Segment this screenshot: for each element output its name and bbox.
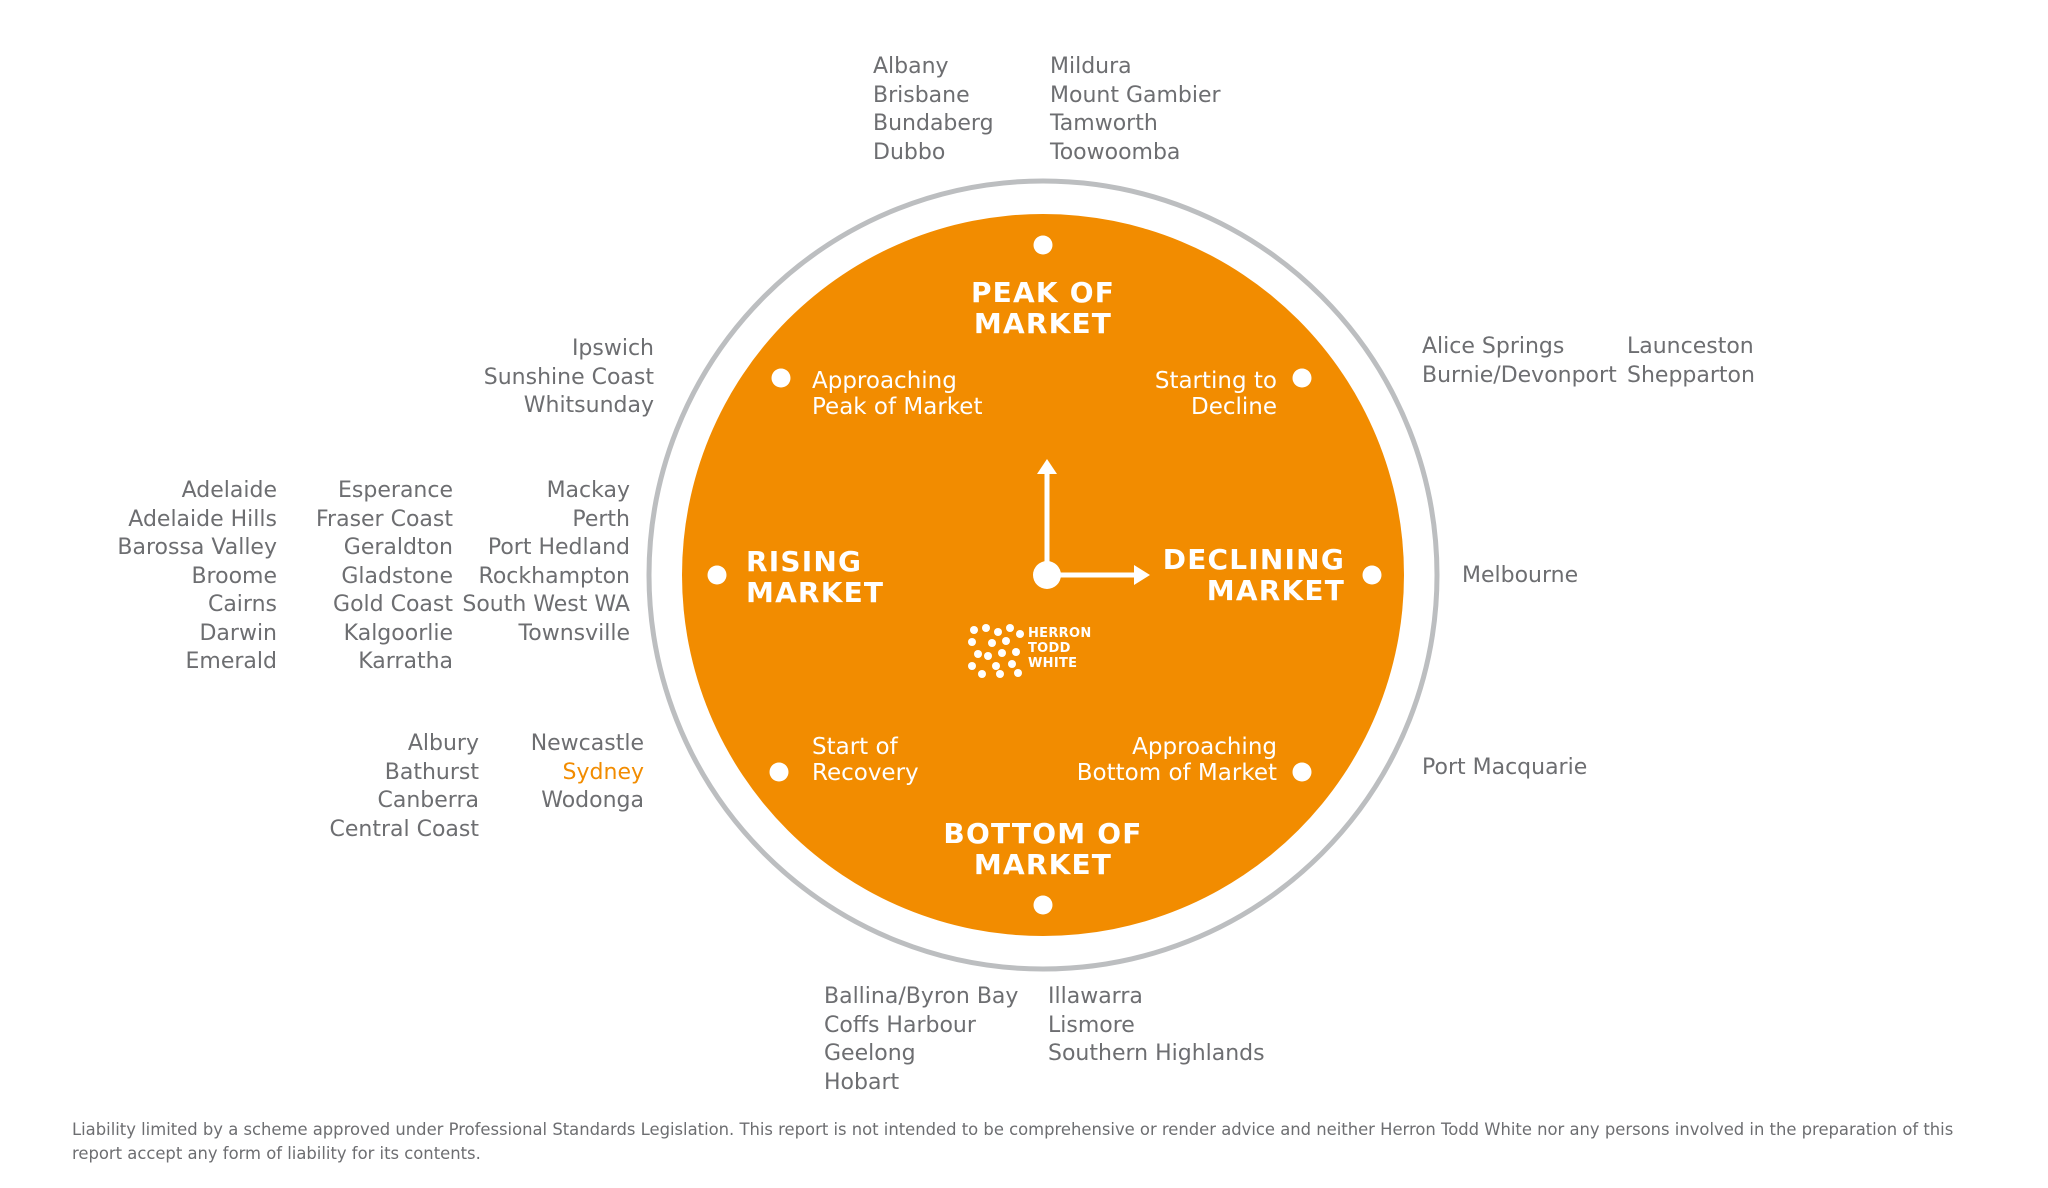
phase-label-starting-decline: Starting to [1155, 368, 1277, 394]
city-name: Lismore [1048, 1012, 1135, 1038]
city-name: Port Macquarie [1422, 755, 1588, 780]
phase-label-start-recovery-line2: Recovery [812, 760, 919, 786]
outer-ring [646, 178, 1440, 972]
city-name: Kalgoorlie [343, 620, 453, 646]
clock-hands [1033, 459, 1150, 589]
phase-label-approaching-bottom-line2: Bottom of Market [1077, 760, 1277, 786]
disclaimer-text: Liability limited by a scheme approved u… [72, 1120, 1954, 1163]
city-name: South West WA [462, 592, 630, 617]
phase-dot-start-recovery [769, 762, 789, 782]
city-name: Adelaide Hills [128, 506, 277, 532]
city-name: Shepparton [1627, 362, 1755, 388]
logo-line: WHITE [1028, 656, 1078, 671]
city-name: Geraldton [343, 535, 453, 560]
city-name: Bundaberg [873, 111, 994, 136]
city-name: Albury [407, 731, 479, 756]
city-name: Ipswich [571, 336, 654, 361]
phase-title-rising-line2: MARKET [746, 576, 884, 609]
phase-label-start-recovery: Start of [812, 734, 899, 760]
city-list-approaching-bottom: Port Macquarie [1422, 754, 1587, 783]
city-list-starting-decline-col2: Launceston Shepparton [1627, 333, 1755, 390]
city-name: Melbourne [1462, 563, 1579, 588]
city-name: Gladstone [341, 563, 453, 589]
city-name: Sunshine Coast [483, 364, 654, 390]
city-name: Perth [572, 506, 630, 532]
city-name: Albany [873, 54, 949, 79]
city-list-bottom-col1: Ballina/Byron Bay Coffs Harbour Geelong … [824, 983, 1018, 1097]
city-name: Barossa Valley [117, 535, 277, 560]
city-name: Coffs Harbour [824, 1012, 976, 1038]
phase-dot-rising [707, 565, 727, 585]
city-name: Newcastle [530, 731, 644, 756]
phase-dot-approaching-bottom [1292, 762, 1312, 782]
city-name: Broome [191, 563, 277, 589]
city-list-rising-col2: Esperance Fraser Coast Geraldton Gladsto… [316, 477, 453, 677]
city-name: Port Hedland [487, 535, 630, 560]
phase-title-declining: DECLINING [1163, 543, 1345, 576]
city-name: Hobart [824, 1069, 900, 1095]
city-name: Toowoomba [1050, 139, 1181, 165]
city-name: Karratha [358, 649, 453, 674]
city-name: Launceston [1627, 334, 1754, 359]
city-list-declining: Melbourne [1462, 562, 1578, 591]
phase-dot-peak [1033, 235, 1053, 255]
phase-title-bottom: BOTTOM OF [943, 817, 1142, 850]
city-name: Gold Coast [333, 592, 453, 617]
city-name: Esperance [338, 478, 453, 503]
city-name-highlighted: Sydney [562, 759, 644, 785]
city-list-approaching-peak: Ipswich Sunshine Coast Whitsunday [484, 335, 654, 421]
phase-dot-bottom [1033, 895, 1053, 915]
city-list-starting-decline-col1: Alice Springs Burnie/Devonport [1422, 333, 1617, 390]
city-name: Emerald [185, 649, 277, 674]
phase-title-bottom-line2: MARKET [974, 848, 1112, 881]
city-list-rising-col3: Mackay Perth Port Hedland Rockhampton So… [462, 477, 630, 648]
phase-label-approaching-peak-line2: Peak of Market [812, 394, 982, 420]
city-list-peak-col2: Mildura Mount Gambier Tamworth Toowoomba [1050, 53, 1221, 167]
phase-title-peak: PEAK OF [971, 276, 1115, 309]
phase-dot-starting-decline [1292, 368, 1312, 388]
city-name: Burnie/Devonport [1422, 362, 1617, 388]
city-name: Townsville [518, 620, 630, 646]
phase-title-rising: RISING [746, 545, 862, 578]
city-name: Bathurst [384, 759, 479, 785]
city-name: Alice Springs [1422, 334, 1565, 359]
city-name: Canberra [377, 788, 479, 813]
city-name: Dubbo [873, 139, 946, 165]
city-name: Illawarra [1048, 984, 1143, 1009]
phase-label-approaching-peak: Approaching [812, 368, 957, 394]
city-name: Rockhampton [478, 563, 630, 589]
logo-dots-icon [968, 624, 1024, 678]
city-list-start-recovery-col1: Albury Bathurst Canberra Central Coast [330, 730, 480, 844]
phase-dot-approaching-peak [771, 368, 791, 388]
phase-label-approaching-bottom: Approaching [1132, 734, 1277, 760]
city-list-start-recovery-col2: Newcastle Sydney Wodonga [531, 730, 644, 816]
phase-label-starting-decline-line2: Decline [1191, 394, 1277, 420]
phase-dot-declining [1362, 565, 1382, 585]
city-list-rising-col1: Adelaide Adelaide Hills Barossa Valley B… [117, 477, 277, 677]
city-name: Brisbane [873, 82, 970, 108]
logo-line: TODD [1028, 641, 1071, 656]
city-name: Mount Gambier [1050, 82, 1221, 108]
city-name: Mackay [546, 478, 630, 503]
phase-title-declining-line2: MARKET [1207, 574, 1345, 607]
city-name: Ballina/Byron Bay [824, 984, 1019, 1009]
city-name: Wodonga [541, 788, 644, 813]
city-name: Southern Highlands [1048, 1041, 1265, 1066]
city-name: Darwin [199, 620, 277, 646]
city-name: Whitsunday [523, 393, 654, 418]
city-name: Geelong [824, 1041, 916, 1066]
city-name: Central Coast [329, 816, 480, 842]
city-name: Mildura [1050, 54, 1132, 79]
phase-title-peak-line2: MARKET [974, 307, 1112, 340]
city-name: Fraser Coast [315, 506, 453, 532]
herron-todd-white-logo: HERRON TODD WHITE [968, 622, 1108, 680]
logo-wordmark: HERRON TODD WHITE [1028, 626, 1092, 671]
city-name: Adelaide [181, 478, 277, 503]
city-name: Tamworth [1050, 111, 1158, 136]
logo-line: HERRON [1028, 626, 1092, 641]
city-name: Cairns [207, 592, 277, 617]
city-list-bottom-col2: Illawarra Lismore Southern Highlands [1048, 983, 1265, 1069]
city-list-peak-col1: Albany Brisbane Bundaberg Dubbo [873, 53, 994, 167]
